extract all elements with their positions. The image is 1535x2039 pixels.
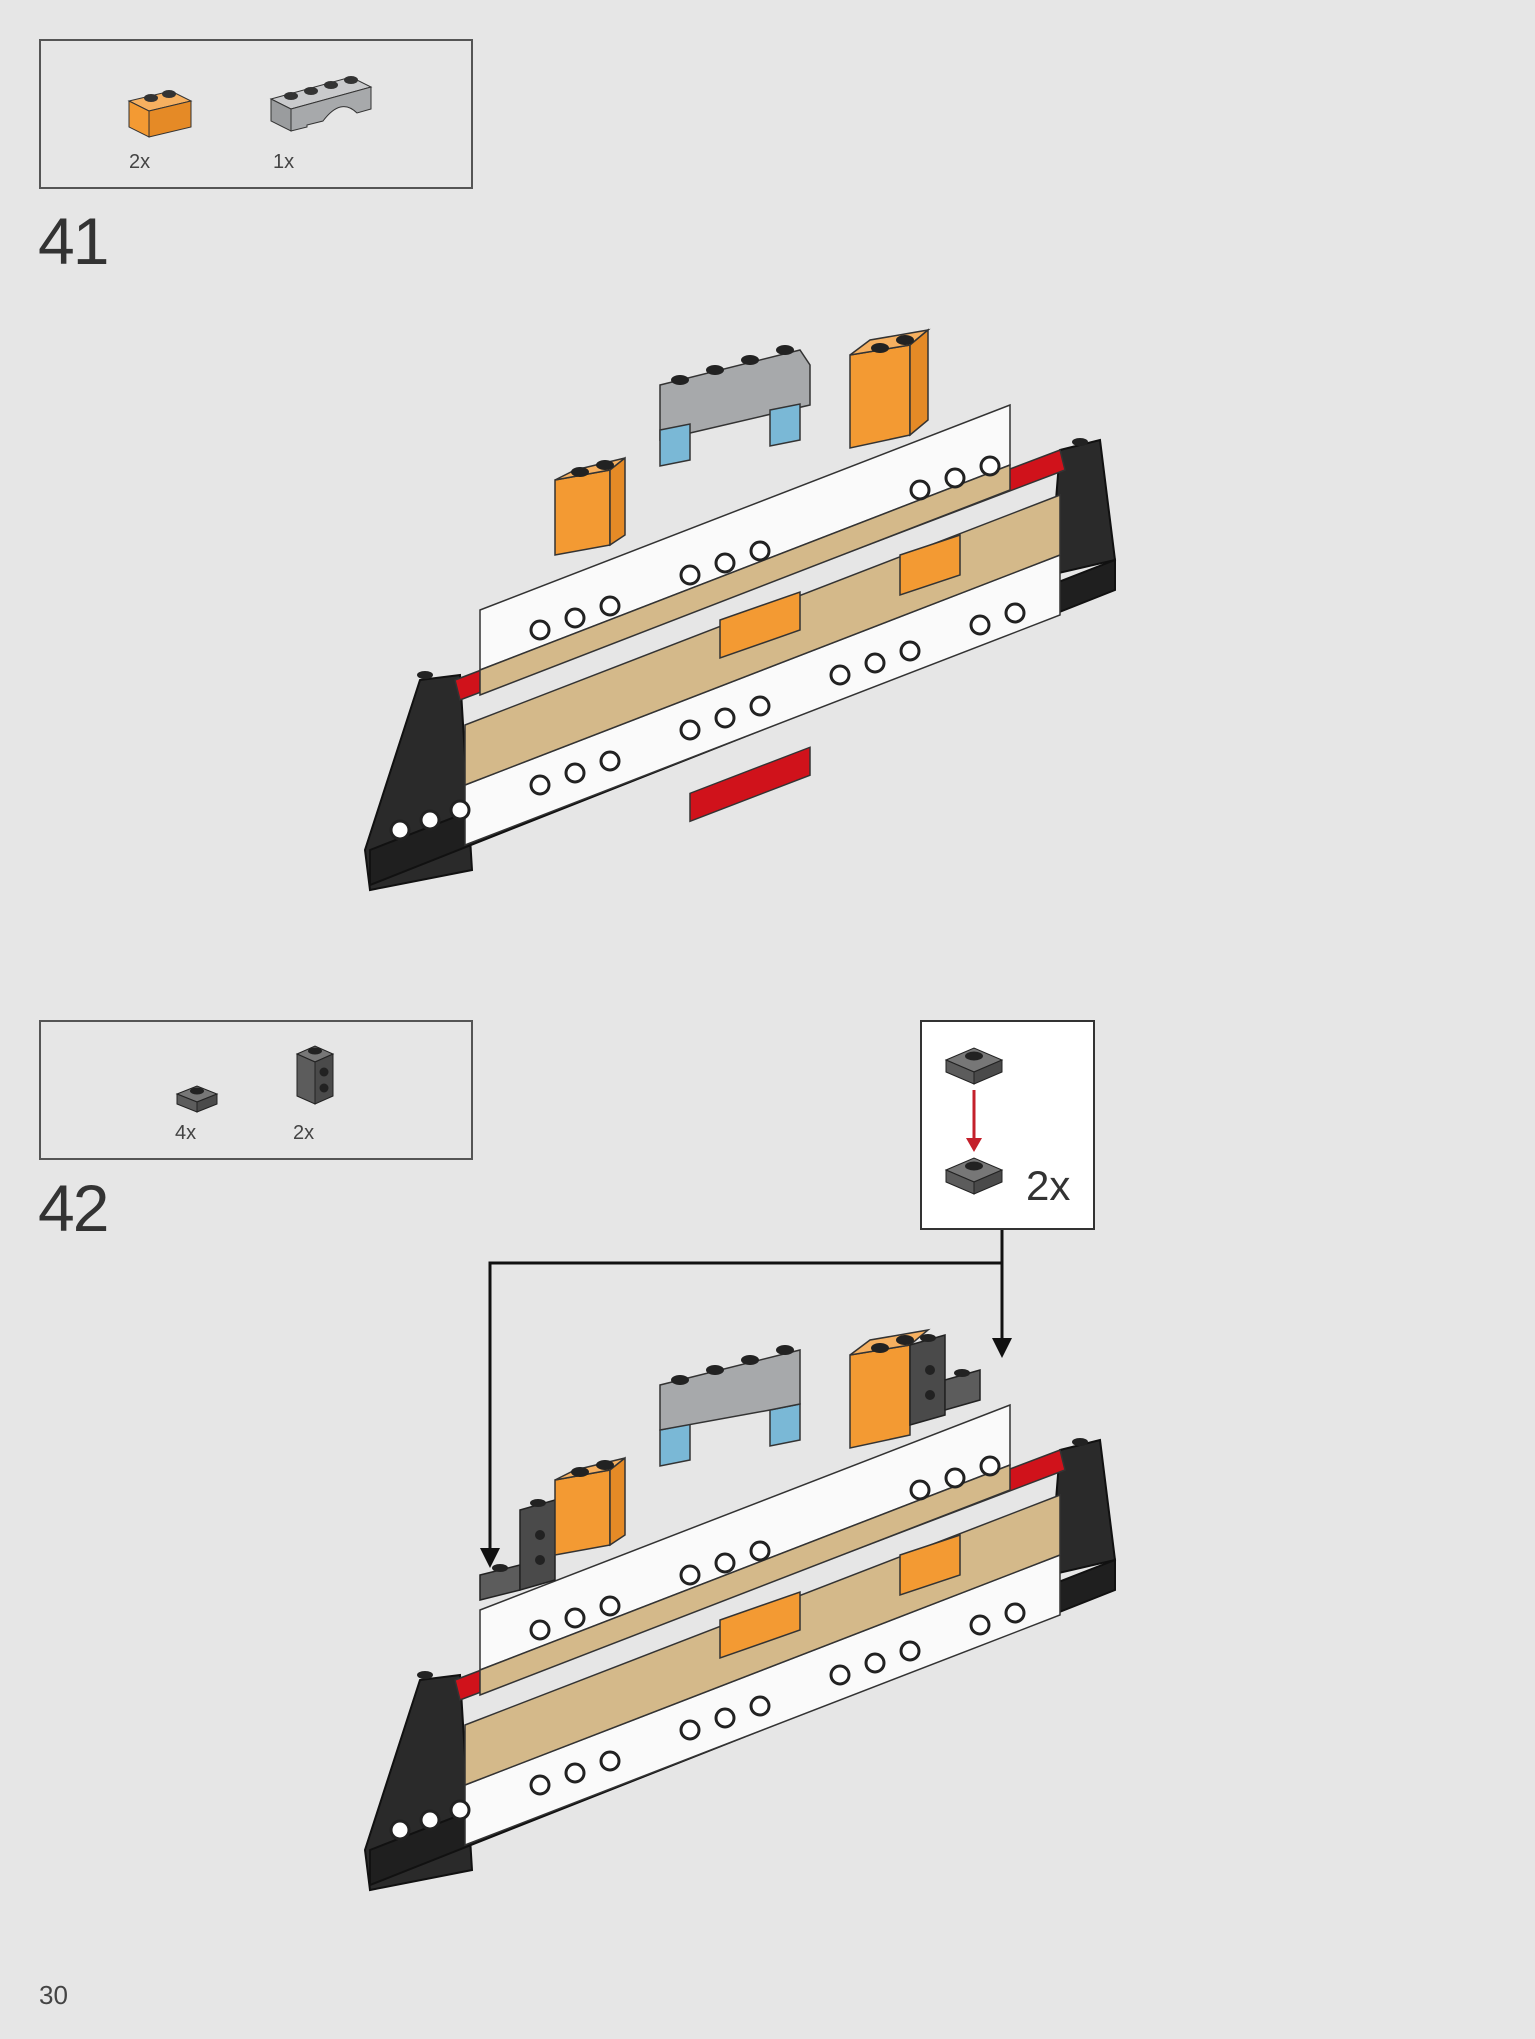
- model-step-42: [363, 1328, 1117, 1892]
- upper-orange-right: [899, 533, 961, 597]
- dark-gray-brick-1x1-studs-side-icon: [295, 1045, 335, 1105]
- sub-assembly-callout: 2x: [920, 1020, 1095, 1230]
- callout-connector-arrows: [480, 1230, 1012, 1568]
- part-qty-brick-side-studs: 2x: [293, 1122, 315, 1144]
- step-number-42: 42: [38, 1171, 109, 1245]
- orange-tower-right: [849, 344, 911, 449]
- parts-list-step-42: 4x 2x: [39, 1020, 473, 1160]
- gray-arch-1x4-icon: [269, 76, 373, 132]
- part-qty-orange-brick: 2x: [129, 151, 151, 173]
- light-blue-bricks: [659, 423, 691, 467]
- arrow-left-icon: [480, 1548, 500, 1568]
- callout-qty: 2x: [1026, 1162, 1071, 1209]
- upper-orange-mid: [719, 590, 801, 660]
- arrow-right-icon: [992, 1338, 1012, 1358]
- orange-brick-1x2-icon: [127, 90, 193, 138]
- page-number: 30: [39, 1980, 68, 2010]
- part-qty-plate: 4x: [175, 1122, 197, 1144]
- lower-red-block: [689, 746, 811, 823]
- dark-gray-brick-right: [909, 1334, 946, 1426]
- orange-tower-left: [554, 469, 611, 556]
- step-number-41: 41: [38, 204, 109, 278]
- plate-on-plate-assembly-icon: [944, 1047, 1004, 1195]
- upper-wall-tan: [479, 463, 1011, 697]
- parts-list-step-41: 2x 1x: [39, 39, 473, 189]
- model-step-41: [363, 328, 1117, 892]
- dark-gray-plate-1x1-icon: [175, 1085, 219, 1113]
- dark-gray-brick-left: [519, 1499, 556, 1591]
- part-qty-gray-arch: 1x: [273, 151, 295, 173]
